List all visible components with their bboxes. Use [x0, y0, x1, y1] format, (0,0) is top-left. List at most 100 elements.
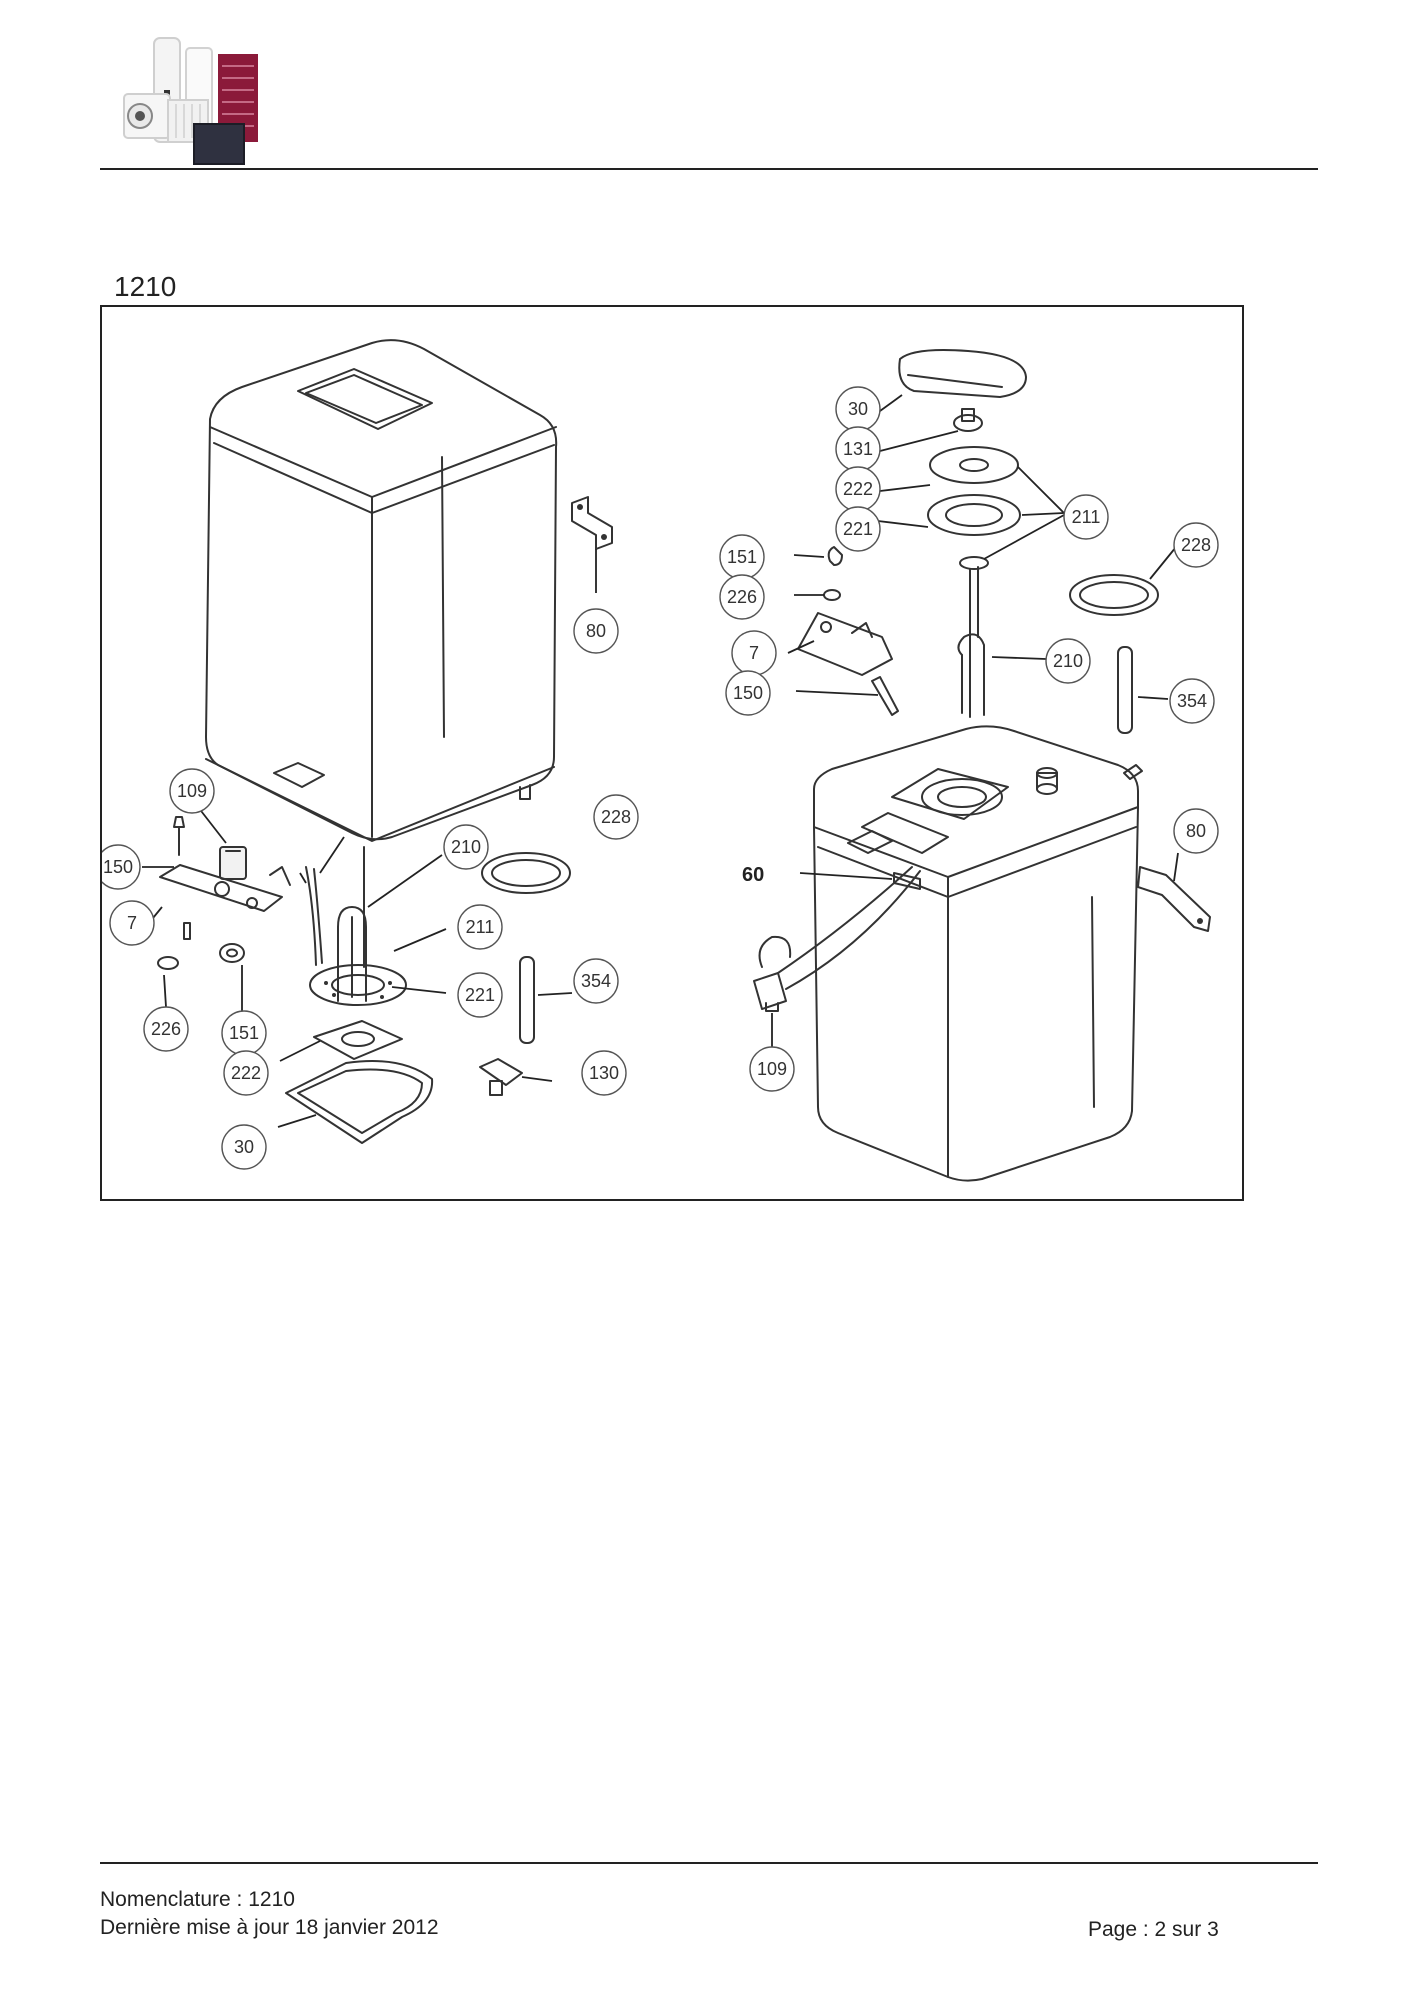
callout-222-left: 222 [223, 1050, 269, 1096]
callout-222-right: 222 [835, 466, 881, 512]
header-rule [100, 168, 1318, 170]
callout-80-right: 80 [1173, 808, 1219, 854]
left-heating-flange [309, 964, 407, 1006]
right-indicator-lamp [871, 676, 899, 716]
svg-text:211: 211 [1072, 507, 1101, 527]
left-mounting-plate [159, 864, 291, 912]
right-heating-element [957, 556, 989, 718]
svg-text:109: 109 [757, 1059, 787, 1079]
callout-109-left: 109 [169, 768, 215, 814]
footer-nomenclature: Nomenclature : 1210 [100, 1888, 295, 1911]
callout-226-right: 226 [719, 574, 765, 620]
right-anode [1117, 646, 1143, 780]
callout-151-left: 151 [221, 1010, 267, 1056]
callout-150-right: 150 [725, 670, 771, 716]
right-gasket-plate [929, 446, 1019, 484]
callout-151-right: 151 [719, 534, 765, 580]
left-seal-ring [481, 852, 571, 894]
left-thermostat [219, 846, 247, 880]
left-gasket-plate [313, 1020, 403, 1060]
left-nut [219, 943, 245, 963]
callout-228-right: 228 [1173, 522, 1219, 568]
svg-text:228: 228 [601, 807, 631, 827]
left-screw [183, 922, 191, 940]
svg-text:221: 221 [465, 985, 495, 1005]
svg-text:211: 211 [466, 917, 495, 937]
right-leader-lines [771, 394, 1179, 1047]
callout-354-left: 354 [573, 958, 619, 1004]
callout-210-left: 210 [443, 824, 489, 870]
svg-text:131: 131 [843, 439, 873, 459]
callout-7-right: 7 [731, 630, 777, 676]
right-heating-flange [927, 494, 1021, 536]
svg-text:30: 30 [848, 399, 868, 419]
right-washer [823, 589, 841, 601]
svg-text:228: 228 [1181, 535, 1211, 555]
svg-text:30: 30 [234, 1137, 254, 1157]
right-tank-body [813, 725, 1139, 1182]
footer-page-number: Page : 2 sur 3 [1088, 1918, 1219, 1941]
svg-text:222: 222 [843, 479, 873, 499]
callout-130-left: 130 [581, 1050, 627, 1096]
svg-text:226: 226 [727, 587, 757, 607]
left-heating-element [337, 846, 367, 1002]
right-thermostat-knob [953, 408, 983, 432]
callout-211-left: 211 [457, 904, 503, 950]
glass-panel-heater-icon [193, 123, 245, 165]
svg-text:150: 150 [103, 857, 133, 877]
right-thermostat [753, 935, 792, 1012]
right-mounting-plate [797, 612, 893, 676]
left-anode [519, 956, 535, 1044]
callout-131-right: 131 [835, 426, 881, 472]
svg-text:109: 109 [177, 781, 207, 801]
left-indicator-lamp [173, 816, 185, 856]
svg-text:7: 7 [127, 913, 137, 933]
right-wiring [777, 866, 921, 990]
callout-354-right: 354 [1169, 678, 1215, 724]
svg-text:151: 151 [229, 1023, 259, 1043]
svg-text:150: 150 [733, 683, 763, 703]
left-bottom-cover [285, 1060, 434, 1144]
left-wall-bracket [571, 496, 613, 550]
right-top-cover [898, 349, 1027, 398]
heat-pump-icon [123, 93, 171, 139]
svg-text:7: 7 [749, 643, 759, 663]
svg-text:354: 354 [581, 971, 611, 991]
footer-rule [100, 1862, 1318, 1864]
svg-text:210: 210 [1053, 651, 1083, 671]
left-washer [157, 956, 179, 970]
product-range-logo [104, 30, 294, 168]
right-seal-ring [1069, 574, 1159, 616]
callout-221-left: 221 [457, 972, 503, 1018]
callout-30-right: 30 [835, 386, 881, 432]
callout-228-left: 228 [593, 794, 639, 840]
left-tank-body [205, 339, 558, 842]
callout-221-right: 221 [835, 506, 881, 552]
part-label-60: 60 [742, 864, 764, 886]
towel-radiator-icon [218, 54, 258, 142]
callout-226-left: 226 [143, 1006, 189, 1052]
callout-30-left: 30 [221, 1124, 267, 1170]
callout-150-left: 150 [102, 844, 141, 890]
callout-80-left: 80 [573, 608, 619, 654]
svg-text:80: 80 [586, 621, 606, 641]
exploded-parts-drawing: 80 109 150 7 226 151 222 30 210 211 221 … [100, 305, 1244, 1201]
callout-210-right: 210 [1045, 638, 1091, 684]
left-drain-valve [479, 1058, 523, 1096]
callout-211-right: 211 [1063, 494, 1109, 540]
svg-text:226: 226 [151, 1019, 181, 1039]
left-cable [305, 866, 323, 966]
right-nut [827, 546, 843, 566]
svg-text:221: 221 [843, 519, 873, 539]
callout-7-left: 7 [109, 900, 155, 946]
callout-109-right: 109 [749, 1046, 795, 1092]
footer-last-update: Dernière mise à jour 18 janvier 2012 [100, 1916, 439, 1939]
svg-text:354: 354 [1177, 691, 1207, 711]
left-leader-lines [142, 549, 597, 1128]
reference-title: 1210 [114, 271, 177, 302]
svg-text:80: 80 [1186, 821, 1206, 841]
svg-text:222: 222 [231, 1063, 261, 1083]
svg-text:151: 151 [727, 547, 757, 567]
svg-text:130: 130 [589, 1063, 619, 1083]
svg-text:210: 210 [451, 837, 481, 857]
